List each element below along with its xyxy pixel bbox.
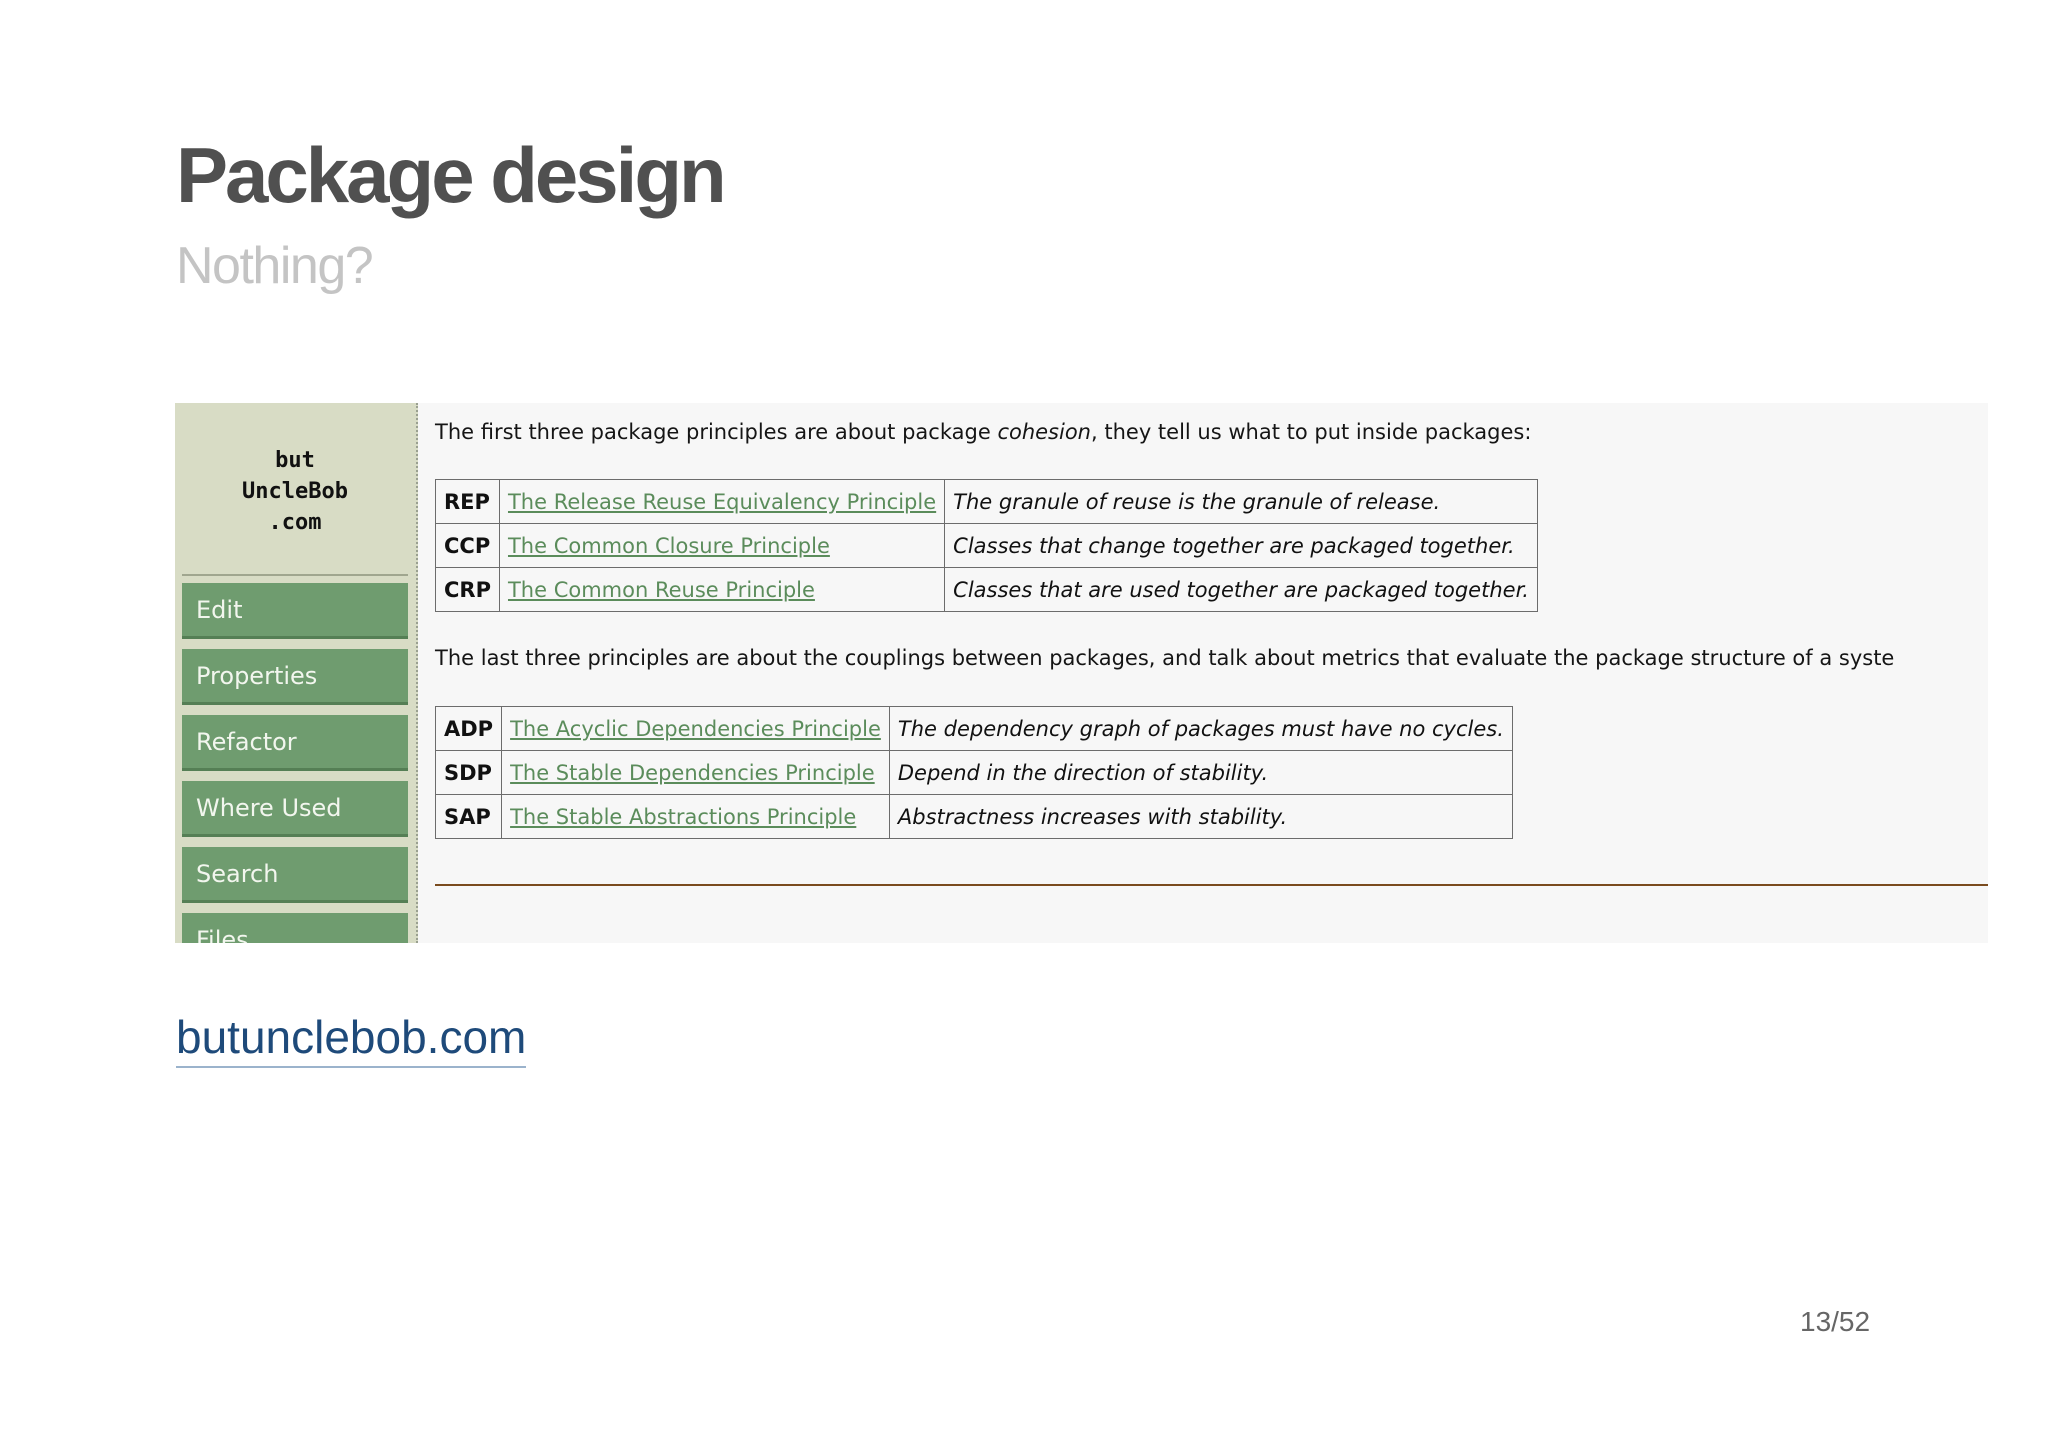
cohesion-principles-table: REP The Release Reuse Equivalency Princi… [435, 479, 1538, 612]
principle-abbr: SDP [434, 750, 503, 795]
table-row: SAP The Stable Abstractions Principle Ab… [434, 794, 1513, 839]
wiki-sidebar: but UncleBob .com Edit Properties Refact… [175, 403, 418, 943]
principle-link-cell: The Common Reuse Principle [498, 567, 946, 612]
nav-properties-button[interactable]: Properties [182, 649, 408, 705]
principle-link[interactable]: The Common Reuse Principle [507, 577, 815, 602]
sidebar-divider [182, 574, 408, 576]
logo-line: .com [268, 510, 322, 535]
intro-text: , they tell us what to put inside packag… [1091, 420, 1532, 444]
page-number: 13/52 [1800, 1306, 1871, 1337]
slide-subtitle: Nothing? [176, 237, 374, 295]
wiki-content: The first three package principles are a… [434, 403, 1988, 943]
table-row: SDP The Stable Dependencies Principle De… [434, 750, 1513, 795]
principle-abbr: SAP [434, 794, 503, 839]
principle-link[interactable]: The Release Reuse Equivalency Principle [507, 489, 937, 514]
intro-text: The first three package principles are a… [435, 420, 998, 444]
principle-link[interactable]: The Acyclic Dependencies Principle [510, 716, 881, 741]
table-row: ADP The Acyclic Dependencies Principle T… [434, 706, 1513, 751]
nav-search-button[interactable]: Search [182, 847, 408, 903]
principle-link-cell: The Stable Abstractions Principle [501, 794, 890, 839]
table-row: REP The Release Reuse Equivalency Princi… [435, 479, 1538, 524]
slide-title: Package design [176, 131, 727, 219]
principle-link-cell: The Acyclic Dependencies Principle [501, 706, 890, 751]
table-row: CRP The Common Reuse Principle Classes t… [435, 567, 1538, 612]
horizontal-rule [435, 884, 1988, 886]
principle-description: Classes that are used together are packa… [944, 567, 1538, 612]
principle-link[interactable]: The Common Closure Principle [507, 533, 830, 558]
principle-link-cell: The Stable Dependencies Principle [501, 750, 890, 795]
table-row: CCP The Common Closure Principle Classes… [435, 523, 1538, 568]
principle-abbr: ADP [434, 706, 503, 751]
principle-description: The granule of reuse is the granule of r… [944, 479, 1538, 524]
principle-description: The dependency graph of packages must ha… [888, 706, 1513, 751]
principle-abbr: REP [435, 479, 500, 524]
principle-link[interactable]: The Stable Abstractions Principle [510, 804, 857, 829]
principle-abbr: CRP [435, 567, 500, 612]
cohesion-intro: The first three package principles are a… [435, 420, 1531, 444]
wiki-logo[interactable]: but UncleBob .com [175, 445, 415, 538]
embedded-screenshot: but UncleBob .com Edit Properties Refact… [175, 403, 1988, 943]
principle-description: Classes that change together are package… [944, 523, 1538, 568]
principle-link-cell: The Common Closure Principle [498, 523, 946, 568]
coupling-principles-table: ADP The Acyclic Dependencies Principle T… [434, 706, 1513, 839]
principle-description: Depend in the direction of stability. [888, 750, 1513, 795]
principle-link[interactable]: The Stable Dependencies Principle [510, 760, 875, 785]
principle-link-cell: The Release Reuse Equivalency Principle [498, 479, 946, 524]
nav-refactor-button[interactable]: Refactor [182, 715, 408, 771]
principle-description: Abstractness increases with stability. [888, 794, 1513, 839]
nav-files-button[interactable]: Files [182, 913, 408, 943]
intro-emphasis: cohesion [997, 420, 1091, 444]
principle-abbr: CCP [435, 523, 500, 568]
source-link[interactable]: butunclebob.com [176, 1008, 527, 1068]
logo-line: but [275, 448, 315, 473]
logo-line: UncleBob [242, 479, 348, 504]
nav-edit-button[interactable]: Edit [182, 583, 408, 639]
nav-where-used-button[interactable]: Where Used [182, 781, 408, 837]
coupling-intro: The last three principles are about the … [435, 646, 1895, 670]
